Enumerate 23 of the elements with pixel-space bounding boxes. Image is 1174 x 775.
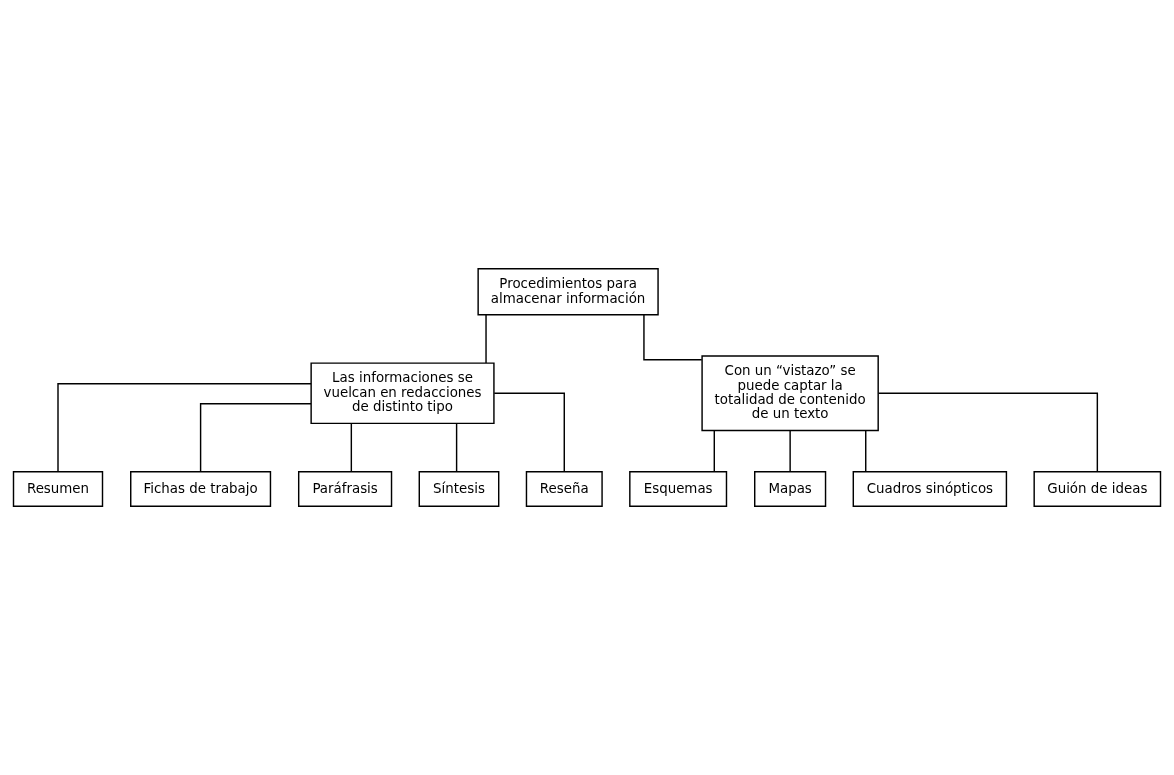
connector xyxy=(493,392,565,473)
connector xyxy=(643,314,703,361)
connector xyxy=(485,314,487,364)
connector xyxy=(199,403,312,473)
connector xyxy=(713,430,715,473)
connector xyxy=(455,422,458,473)
connector xyxy=(350,422,353,473)
connector xyxy=(877,392,1099,473)
node-box: Paráfrasis xyxy=(297,471,393,507)
connector xyxy=(865,430,867,473)
node-box: Con un “vistazo” se puede captar la totalidad de contenido de un texto xyxy=(701,355,879,432)
connector xyxy=(789,430,791,473)
node-box: Guión de ideas xyxy=(1033,471,1162,507)
node-box: Reseña xyxy=(525,471,603,507)
connector xyxy=(57,382,312,473)
node-box: Resumen xyxy=(12,471,104,507)
node-box: Esquemas xyxy=(629,471,728,507)
node-box: Mapas xyxy=(754,471,827,507)
node-box: Fichas de trabajo xyxy=(130,471,272,507)
node-box: Procedimientos para almacenar información xyxy=(477,268,659,316)
node-box: Cuadros sinópticos xyxy=(852,471,1008,507)
node-box: Síntesis xyxy=(418,471,500,507)
node-box: Las informaciones se vuelcan en redacciones de distinto tipo xyxy=(310,362,495,425)
